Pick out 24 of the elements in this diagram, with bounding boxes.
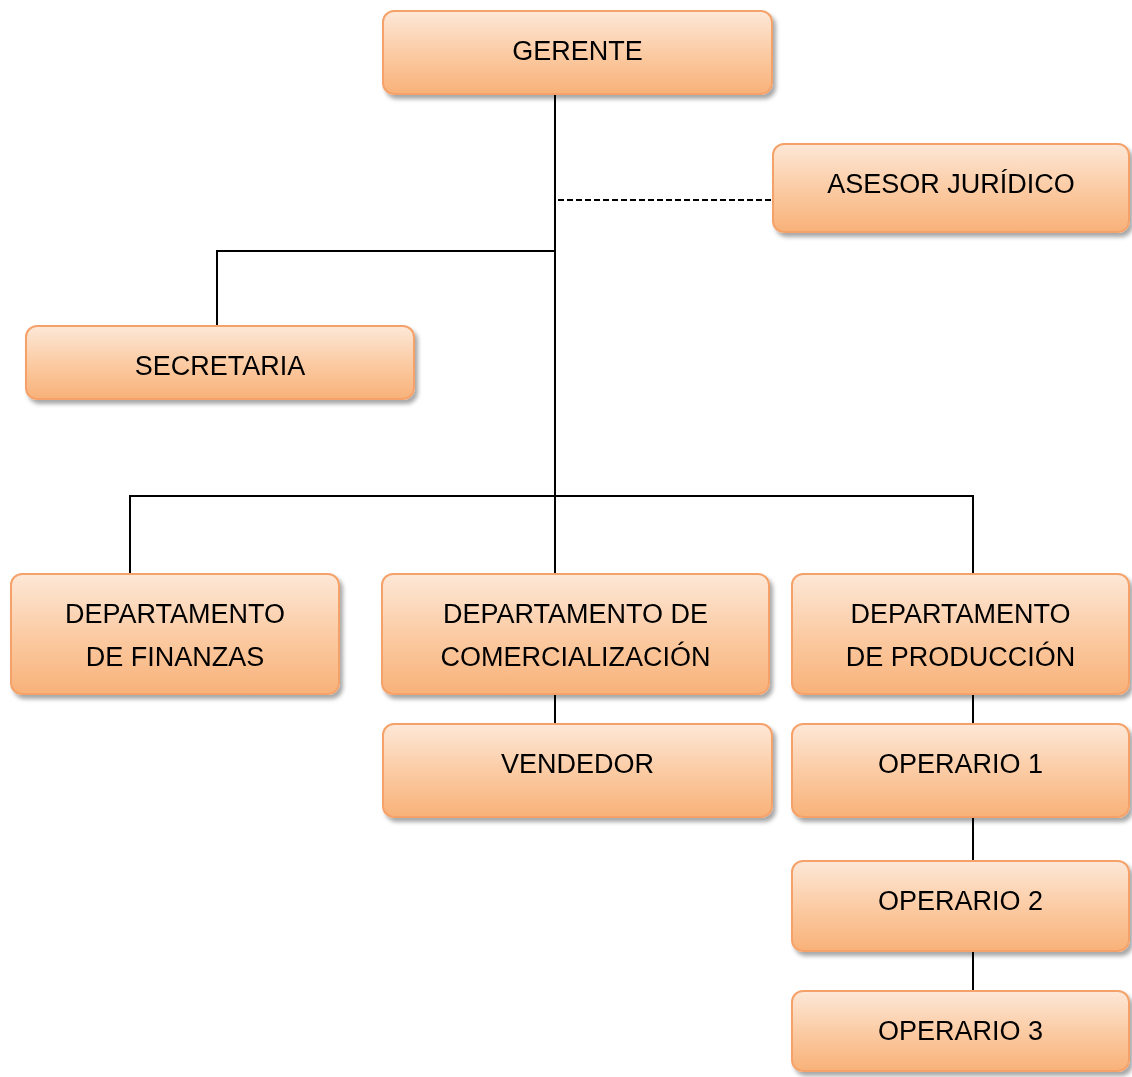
position-title: SECRETARIA xyxy=(134,350,306,383)
position-title: DEPARTAMENTO DE FINANZAS xyxy=(63,598,286,674)
position-title: GERENTE xyxy=(512,35,643,68)
position-box xyxy=(382,723,773,818)
position-box xyxy=(25,325,415,400)
position-box xyxy=(791,990,1130,1072)
connector-line xyxy=(972,817,974,861)
connector-line xyxy=(972,951,974,991)
position-box xyxy=(382,10,773,95)
position-title: DEPARTAMENTO DE PRODUCCIÓN xyxy=(844,598,1077,674)
position-title: ASESOR JURÍDICO xyxy=(827,168,1075,201)
position-title: DEPARTAMENTO DE COMERCIALIZACIÓN xyxy=(439,598,712,674)
connector-line xyxy=(554,694,556,724)
position-title: OPERARIO 2 xyxy=(877,885,1043,918)
position-box xyxy=(772,143,1130,233)
position-box xyxy=(791,860,1130,952)
position-title: OPERARIO 1 xyxy=(877,748,1043,781)
position-box xyxy=(10,573,340,695)
connector-line xyxy=(972,694,974,724)
position-title: VENDEDOR xyxy=(501,748,654,781)
position-box xyxy=(791,573,1130,695)
position-box xyxy=(791,723,1130,818)
position-title: OPERARIO 3 xyxy=(877,1015,1043,1048)
position-box xyxy=(381,573,770,695)
